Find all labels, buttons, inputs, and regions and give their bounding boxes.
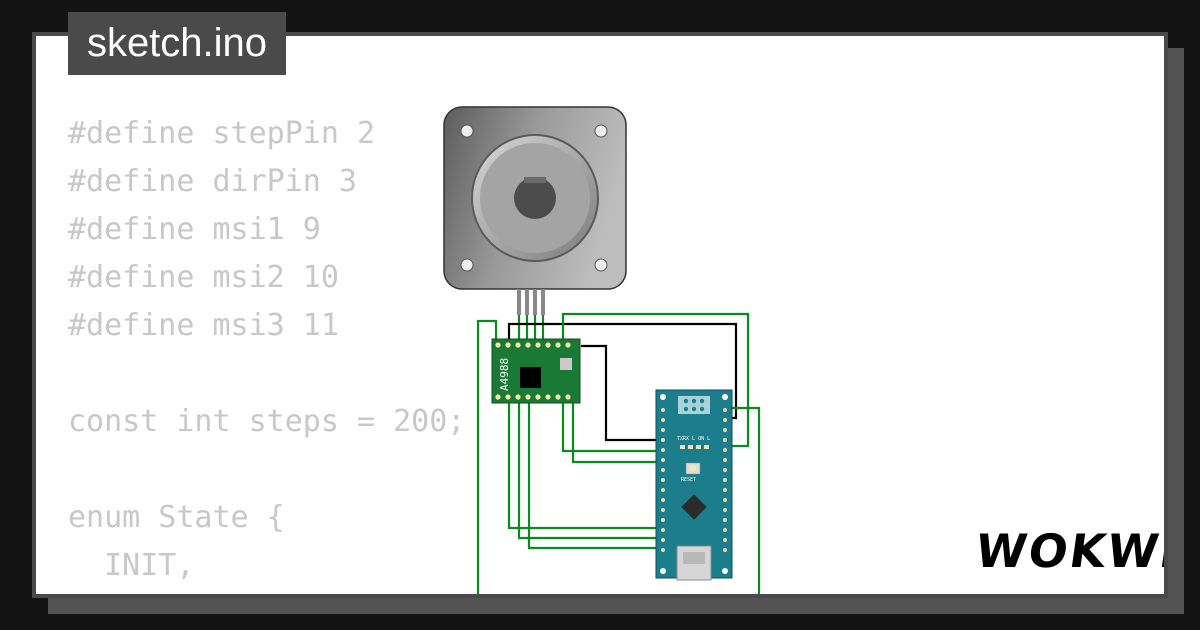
- preview-card: #define stepPin 2 #define dirPin 3 #define…: [32, 32, 1168, 598]
- a4988-driver[interactable]: A4988: [491, 338, 581, 404]
- arduino-nano[interactable]: TXRX L ON L RESET: [655, 389, 733, 581]
- driver-label: A4988: [498, 358, 511, 391]
- code-line: #define dirPin 3: [68, 164, 357, 199]
- code-line: #define msi1 9: [68, 212, 321, 247]
- code-line: INIT,: [68, 548, 195, 583]
- code-line: #define msi2 10: [68, 260, 339, 295]
- code-line: const int steps = 200;: [68, 404, 466, 439]
- code-line: enum State {: [68, 500, 285, 535]
- wokwi-logo: WOKWi: [972, 524, 1168, 578]
- code-preview: #define stepPin 2 #define dirPin 3 #define…: [68, 110, 466, 594]
- circuit-diagram: A4988: [443, 106, 761, 594]
- led-labels: TXRX L ON L: [677, 436, 710, 442]
- stepper-motor[interactable]: [443, 106, 627, 315]
- code-line: #define msi3 11: [68, 308, 339, 343]
- code-line: #define stepPin 2: [68, 116, 376, 151]
- file-tab[interactable]: sketch.ino: [68, 12, 286, 75]
- reset-label: RESET: [681, 477, 696, 483]
- wires: [476, 312, 761, 594]
